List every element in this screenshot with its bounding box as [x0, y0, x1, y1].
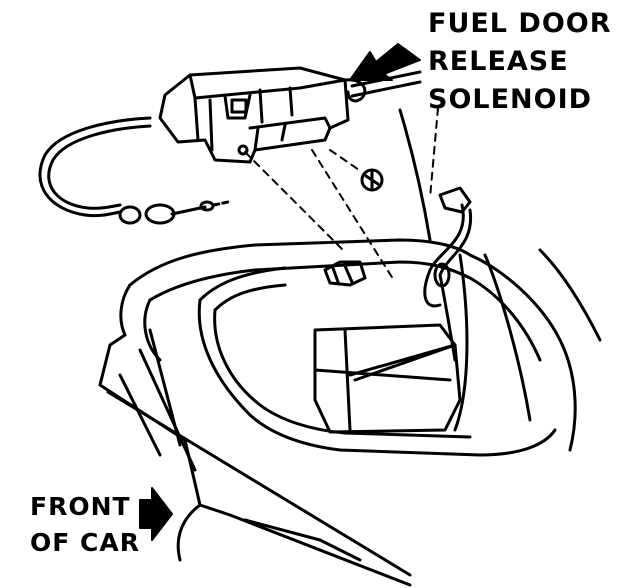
leader-lines: [244, 107, 439, 283]
front-of-car-label: FRONT OF CAR: [30, 494, 140, 566]
release-cable: [38, 116, 230, 225]
direction-line-1: FRONT: [30, 492, 131, 521]
callout-line-1: FUEL DOOR: [428, 8, 612, 39]
direction-line-2: OF CAR: [30, 528, 140, 557]
body-panel: [119, 108, 602, 457]
fastener: [360, 168, 384, 192]
wire-harness: [423, 186, 473, 362]
solenoid-assembly: [158, 66, 422, 164]
latch-bracket: [323, 260, 367, 287]
solenoid-callout-label: FUEL DOOR RELEASE SOLENOID: [428, 10, 612, 124]
rocker-panel: [98, 328, 412, 587]
arrow-left-down-icon: [349, 43, 421, 81]
callout-line-2: RELEASE: [428, 46, 569, 77]
arrow-right-icon: [139, 487, 173, 541]
callout-line-3: SOLENOID: [428, 84, 593, 115]
